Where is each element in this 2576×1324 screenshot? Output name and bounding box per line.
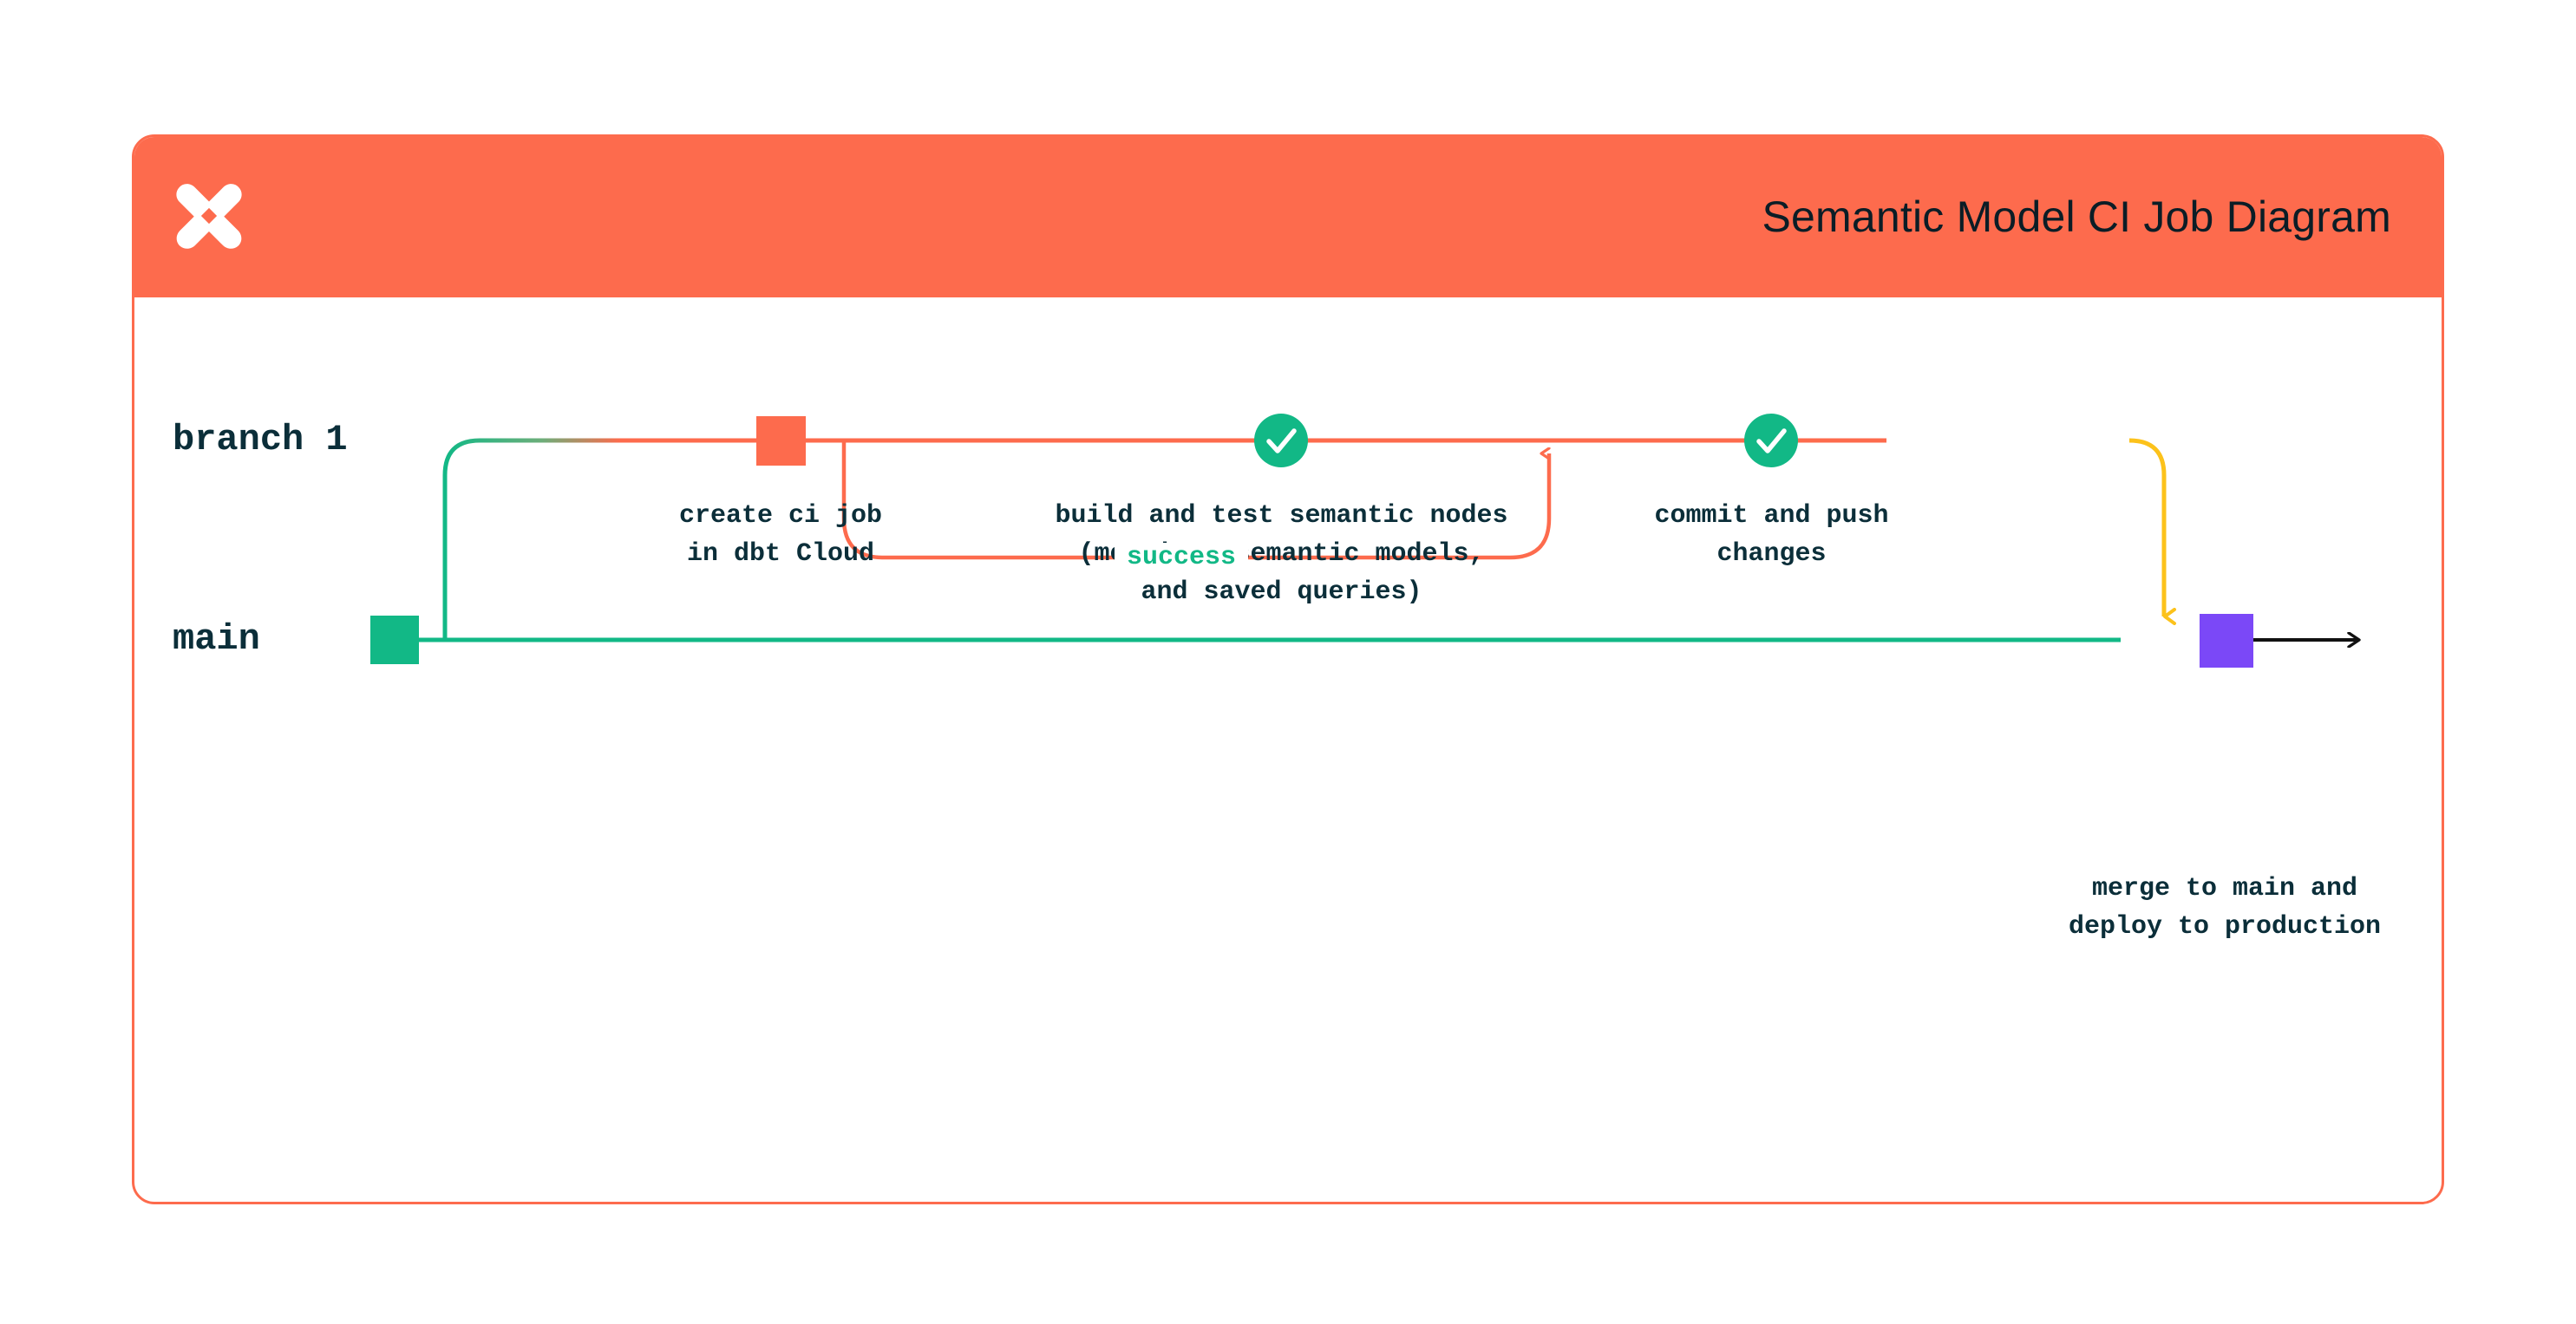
main-start-marker[interactable] [370,616,419,664]
caption-merge-to-main: merge to main and deploy to production [2068,874,2382,942]
create-ci-job-marker[interactable] [756,416,806,466]
branch-1-line [442,438,2176,640]
caption-create-ci-job: create ci job in dbt Cloud [678,501,883,569]
diagram-canvas: branch 1 main create ci job in dbt Cloud… [134,297,2442,1202]
diagram-card: Semantic Model CI Job Diagram [132,134,2444,1204]
commit-and-push-marker[interactable] [1744,414,1798,467]
dbt-logo-icon [169,176,249,256]
card-header: Semantic Model CI Job Diagram [134,137,2442,297]
diagram-svg [370,414,2442,668]
merge-to-main-marker[interactable] [2200,614,2253,668]
page-title: Semantic Model CI Job Diagram [1762,192,2391,241]
caption-commit-and-push: commit and push changes [1654,501,1889,569]
caption-build-and-test: build and test semantic nodes (metrics, … [1055,501,1508,607]
edge-label-success: success [1115,543,1249,572]
lane-label-main: main [173,618,260,660]
lane-label-branch-1: branch 1 [173,419,348,460]
build-and-test-marker[interactable] [1254,414,1308,467]
